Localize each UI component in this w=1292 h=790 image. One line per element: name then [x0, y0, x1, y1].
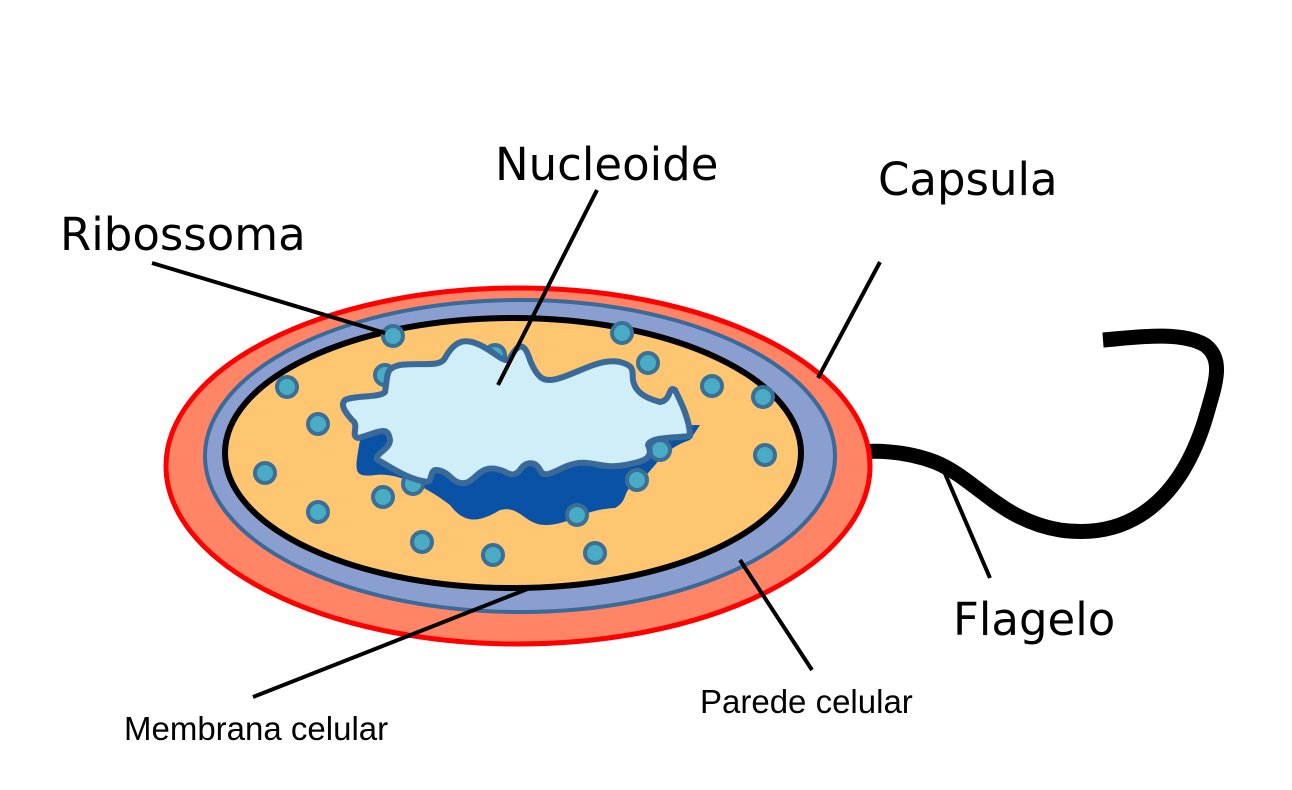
ribosome — [565, 503, 589, 527]
nucleoid-leader-line — [496, 189, 599, 386]
label-ribosome: Ribossoma — [60, 208, 306, 261]
ribosome — [253, 461, 277, 485]
ribosome — [381, 324, 405, 348]
ribosome — [753, 443, 777, 467]
ribosome — [306, 500, 330, 524]
label-cell-wall: Parede celular — [700, 683, 913, 720]
cell-membrane-leader-line — [252, 586, 531, 699]
ribosome — [275, 375, 299, 399]
ribosome — [751, 385, 775, 409]
ribosome — [371, 485, 395, 509]
label-capsule: Capsula — [878, 153, 1058, 206]
flagellum-leader-line — [938, 461, 992, 579]
ribosome — [625, 468, 649, 492]
flagellum — [795, 328, 1225, 539]
nucleoid — [340, 338, 693, 487]
ribosomes — [253, 321, 777, 567]
ribosome — [481, 543, 505, 567]
ribosome — [636, 351, 660, 375]
label-flagellum: Flagelo — [953, 593, 1115, 646]
label-cell-membrane: Membrana celular — [124, 710, 388, 747]
ribosome — [410, 530, 434, 554]
ribosome — [700, 374, 724, 398]
ribosome — [583, 541, 607, 565]
capsule-leader-line — [816, 261, 882, 379]
ribosome — [610, 321, 634, 345]
ribosome — [306, 412, 330, 436]
label-nucleoid: Nucleoide — [495, 138, 718, 191]
ribosome-leader-line — [151, 261, 386, 335]
cell-wall-leader-line — [738, 558, 814, 672]
leader-lines — [151, 189, 992, 699]
